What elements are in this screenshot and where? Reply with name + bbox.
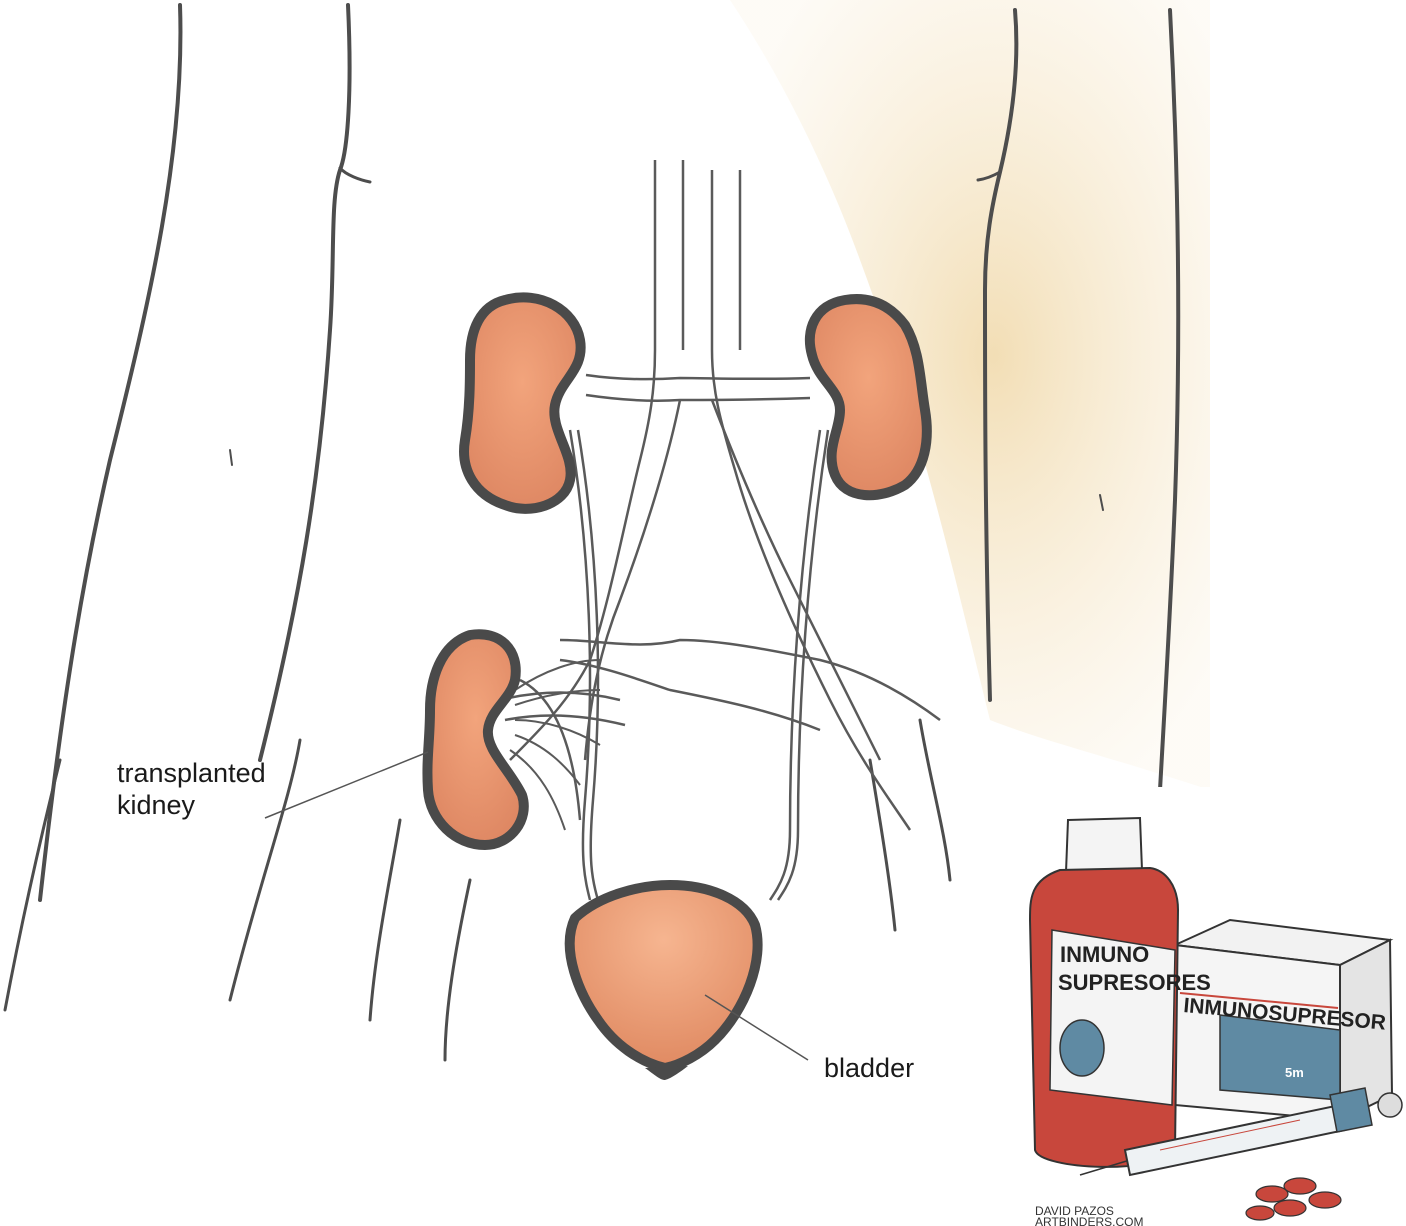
bottle-label-line1: INMUNO [1060,942,1149,967]
spoon-icon [1060,1020,1104,1076]
box-dose: 5m [1285,1065,1304,1080]
transplanted-kidney-label-line1: transplanted [117,757,337,789]
transplanted-kidney-label-line2: kidney [117,789,337,821]
medication-cartoon: INMUNOSUPRESOR 5m INMUNO SUPRESORES [990,787,1406,1226]
transplanted-kidney-organ [427,634,523,845]
bladder-label: bladder [824,1052,914,1084]
bladder-organ [570,885,758,1068]
signature-line2: ARTBINDERS.COM [1035,1215,1143,1226]
bottle-label-line2: SUPRESORES [1058,970,1211,995]
transplanted-kidney-label: transplanted kidney [117,757,337,821]
left-kidney [464,297,581,508]
right-kidney [810,299,927,495]
urethra-base [645,1066,688,1080]
